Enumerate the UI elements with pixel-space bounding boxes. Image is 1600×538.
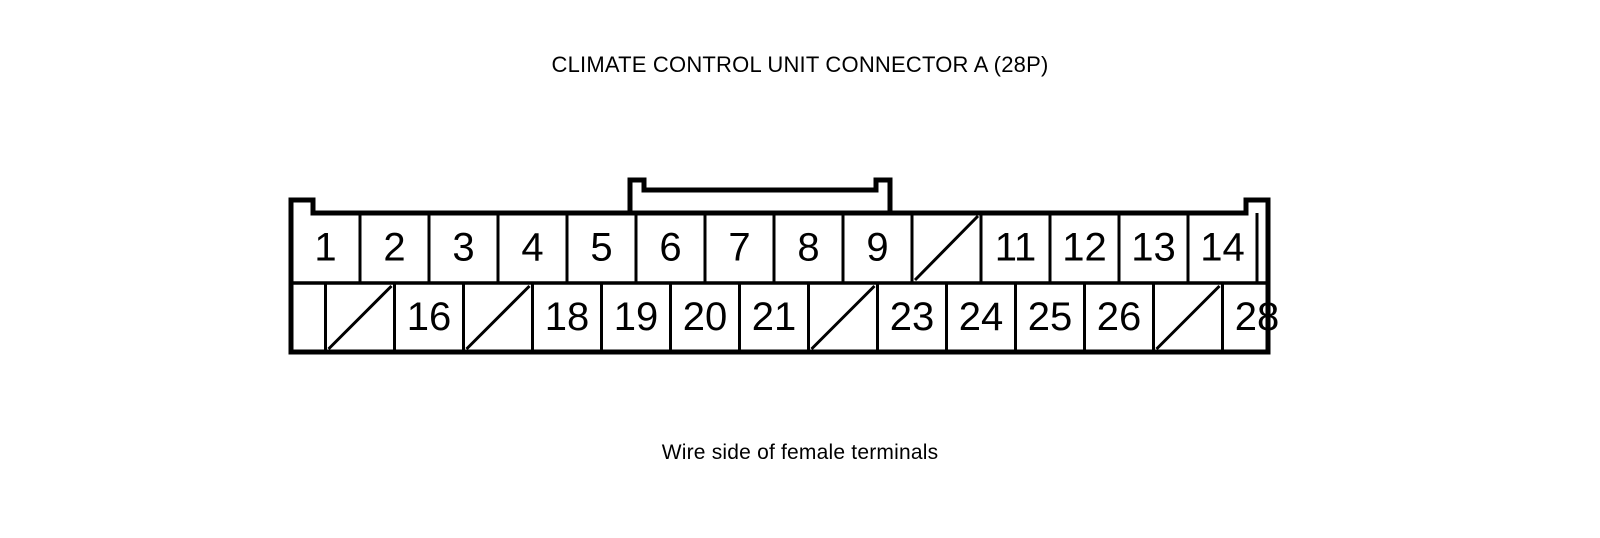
view-caption: Wire side of female terminals	[661, 441, 939, 464]
bottom-row-unused-slash	[1155, 284, 1221, 351]
bottom-row-pin-23: 23	[890, 295, 935, 339]
bottom-row-unused-slash	[810, 284, 876, 351]
bottom-row-pin-18: 18	[545, 295, 590, 339]
top-row-pin-8: 8	[797, 226, 819, 270]
bottom-row-pin-20: 20	[683, 295, 728, 339]
bottom-row-pin-16: 16	[407, 295, 452, 339]
top-row-unused-slash	[913, 214, 980, 282]
top-row-pin-5: 5	[590, 226, 612, 270]
bottom-row-pin-21: 21	[752, 295, 797, 339]
top-row-pin-6: 6	[659, 226, 681, 270]
bottom-row-pin-26: 26	[1097, 295, 1142, 339]
latch-tab	[627, 177, 893, 213]
top-row-pin-2: 2	[383, 226, 405, 270]
top-row-pin-11: 11	[995, 226, 1037, 270]
bottom-row-pin-24: 24	[959, 295, 1004, 339]
page-title: CLIMATE CONTROL UNIT CONNECTOR A (28P)	[551, 52, 1049, 77]
top-row-pin-3: 3	[452, 226, 474, 270]
top-row-pin-9: 9	[866, 226, 888, 270]
bottom-row-pin-25: 25	[1028, 295, 1073, 339]
top-row-pin-13: 13	[1131, 226, 1176, 270]
bottom-row-pin-28: 28	[1235, 295, 1280, 339]
top-row-pin-1: 1	[314, 226, 336, 270]
connector-outline	[288, 197, 1271, 355]
top-row-pin-4: 4	[521, 226, 543, 270]
bottom-row-unused-slash	[465, 284, 531, 351]
bottom-row-unused-slash	[327, 284, 393, 351]
top-row-pin-12: 12	[1062, 226, 1107, 270]
bottom-row-pin-19: 19	[614, 295, 659, 339]
top-row-pin-14: 14	[1200, 226, 1245, 270]
top-row-pin-7: 7	[728, 226, 750, 270]
